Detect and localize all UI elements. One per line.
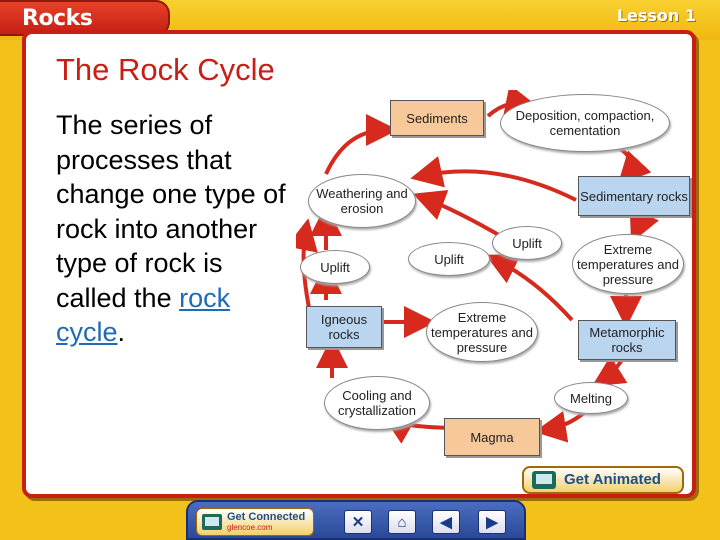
cooling-oval: Cooling and crystallization (324, 376, 430, 430)
previous-button[interactable]: ◀ (432, 510, 460, 534)
uplift-center-oval: Uplift (492, 226, 562, 260)
bottom-nav-bar: Get Connected glencoe.com ✕ ⌂ ◀ ▶ (186, 500, 526, 540)
metamorphic-rocks-box: Metamorphic rocks (578, 320, 676, 360)
uplift-left-oval: Uplift (300, 250, 370, 284)
rock-cycle-diagram: Sediments Deposition, compaction, cement… (296, 90, 706, 460)
melting-oval: Melting (554, 382, 628, 414)
arrow-weathering-to-sediments (324, 114, 398, 175)
monitor-icon (202, 514, 222, 530)
sediments-box: Sediments (390, 100, 484, 136)
deposition-oval: Deposition, compaction, cementation (500, 94, 670, 152)
uplift-right-oval: Uplift (408, 242, 490, 276)
slide-heading: The Rock Cycle (56, 52, 275, 87)
close-button[interactable]: ✕ (344, 510, 372, 534)
get-animated-label: Get Animated (564, 471, 661, 488)
get-connected-url: glencoe.com (227, 523, 273, 532)
get-connected-label: Get Connected (227, 511, 306, 523)
home-icon: ⌂ (397, 513, 407, 531)
igneous-rocks-box: Igneous rocks (306, 306, 382, 348)
weathering-oval: Weathering and erosion (308, 174, 416, 228)
next-button[interactable]: ▶ (478, 510, 506, 534)
body-text: The series of processes that change one … (56, 110, 286, 313)
extreme-center-oval: Extreme temperatures and pressure (426, 302, 538, 362)
get-animated-button[interactable]: Get Animated (522, 466, 684, 494)
monitor-icon (532, 471, 556, 489)
arrow-sedimentary-to-weathering (410, 156, 577, 202)
chapter-title: Rocks (22, 6, 93, 31)
magma-box: Magma (444, 418, 540, 456)
close-icon: ✕ (351, 514, 365, 531)
home-button[interactable]: ⌂ (388, 510, 416, 534)
previous-icon: ◀ (440, 514, 452, 531)
arrow-uplift-to-weathering (412, 190, 506, 240)
rock-cycle-link[interactable]: rock cycle (56, 282, 231, 348)
arrow-metamorphic-to-uplift (485, 254, 574, 322)
extreme-right-oval: Extreme temperatures and pressure (572, 234, 684, 294)
lesson-label: Lesson 1 (616, 6, 696, 25)
next-icon: ▶ (486, 514, 498, 531)
sedimentary-rocks-box: Sedimentary rocks (578, 176, 690, 216)
get-connected-button[interactable]: Get Connected glencoe.com (196, 508, 314, 536)
body-period: . (117, 317, 126, 347)
slide-body: The series of processes that change one … (56, 108, 286, 350)
